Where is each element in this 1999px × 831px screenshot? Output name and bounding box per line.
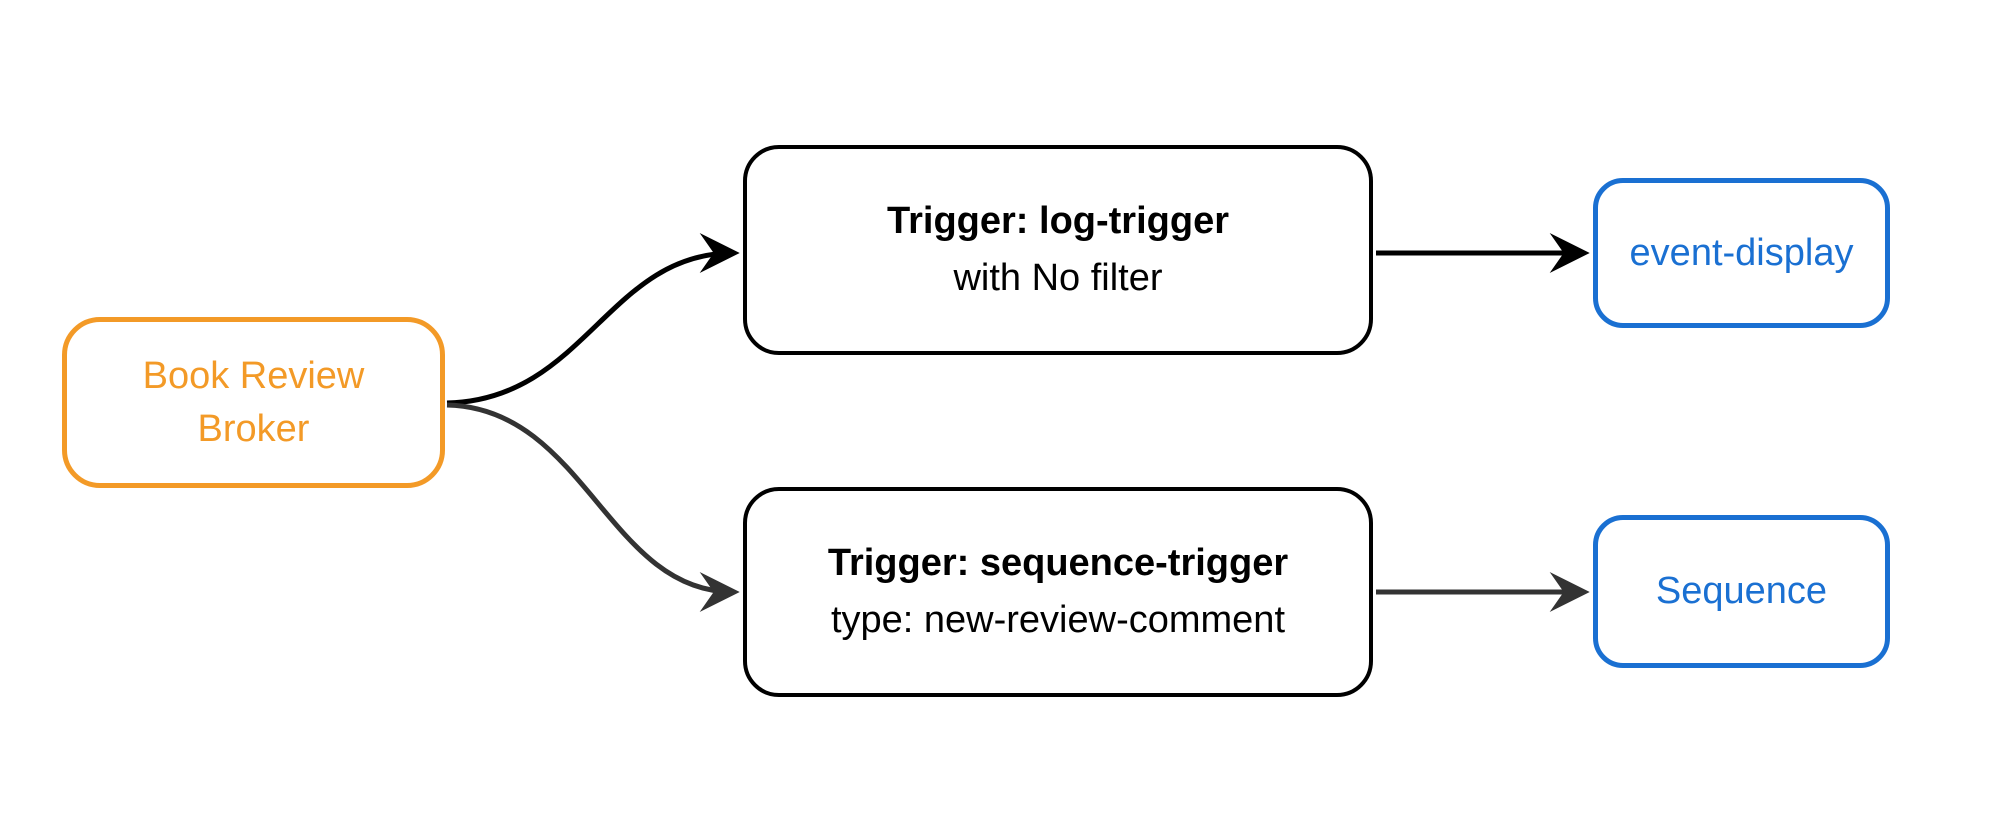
node-sequence-trigger: Trigger: sequence-trigger type: new-revi…	[743, 487, 1373, 697]
edge-broker-to-log-trigger	[446, 233, 740, 406]
node-log-trigger: Trigger: log-trigger with No filter	[743, 145, 1373, 355]
sequence-label: Sequence	[1655, 570, 1828, 612]
broker-label-line2: Broker	[197, 407, 310, 450]
node-sequence: Sequence	[1593, 515, 1890, 668]
log-trigger-title: Trigger: log-trigger	[887, 200, 1229, 242]
edge-broker-to-sequence-trigger	[446, 402, 740, 612]
log-trigger-subtitle: with No filter	[953, 257, 1163, 299]
sequence-trigger-subtitle: type: new-review-comment	[830, 599, 1286, 641]
node-book-review-broker: Book Review Broker	[62, 317, 445, 488]
event-display-label: event-display	[1629, 231, 1854, 274]
node-event-display: event-display	[1593, 178, 1890, 328]
broker-label-line1: Book Review	[142, 355, 365, 398]
sequence-trigger-title: Trigger: sequence-trigger	[827, 542, 1289, 584]
